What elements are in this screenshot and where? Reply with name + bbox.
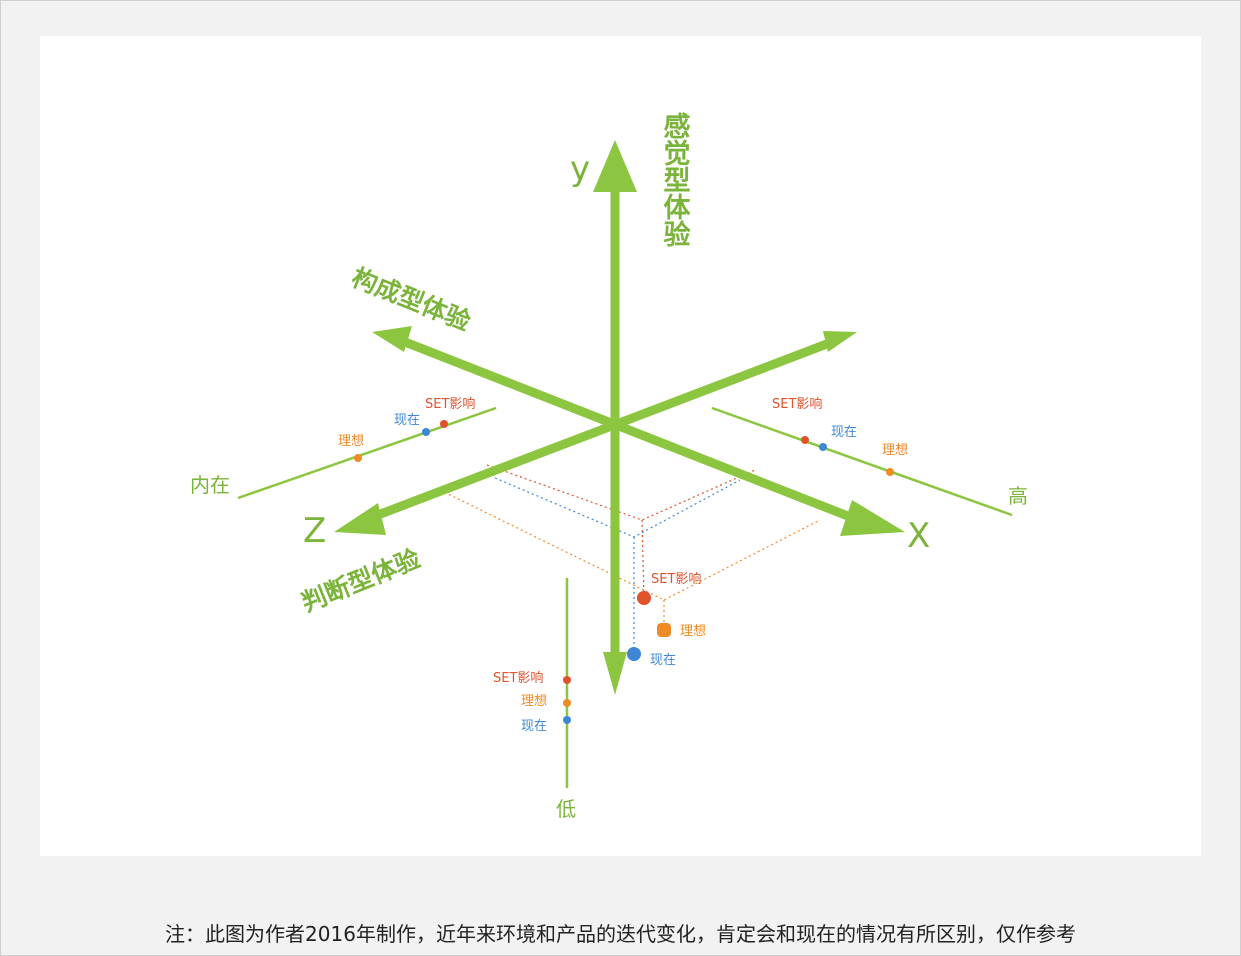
set-projection <box>486 464 756 521</box>
center-set-label: SET影响 <box>651 571 701 587</box>
composed-axis-arrow <box>372 326 412 352</box>
left-ideal-label: 理想 <box>338 433 364 449</box>
right-now-label: 现在 <box>831 425 857 440</box>
center-now-dot <box>627 647 641 661</box>
bottom-ideal-label: 理想 <box>521 693 547 709</box>
x-axis-letter: X <box>907 516 930 556</box>
bottom-set-dot <box>563 676 571 684</box>
bottom-set-label: SET影响 <box>493 670 543 686</box>
left-scale-end: 内在 <box>190 473 230 497</box>
x-axis-arrow <box>840 500 905 536</box>
right-now-dot <box>819 443 827 451</box>
z-axis-arrow <box>334 503 386 535</box>
right-set-dot <box>801 436 809 444</box>
right-ideal-dot <box>886 468 894 476</box>
right-scale-end: 高 <box>1008 484 1028 508</box>
bottom-scale-end: 低 <box>556 797 576 821</box>
left-set-label: SET影响 <box>425 396 475 412</box>
marker-dots <box>354 420 894 724</box>
right-ideal-label: 理想 <box>882 442 908 458</box>
x-axis-line <box>403 337 860 525</box>
bottom-now-label: 现在 <box>521 719 547 734</box>
bottom-ideal-dot <box>563 699 571 707</box>
y-axis-arrow-up <box>593 140 637 192</box>
z-axis-line <box>368 337 834 523</box>
ideal-projection <box>439 489 821 601</box>
left-set-dot <box>440 420 448 428</box>
main-axes <box>334 140 905 695</box>
center-ideal-dot <box>657 623 671 637</box>
right-scale-line <box>711 406 1013 517</box>
z-upper-arrow <box>823 331 857 352</box>
left-ideal-dot <box>354 454 362 462</box>
left-now-dot <box>422 428 430 436</box>
left-now-label: 现在 <box>394 413 420 428</box>
left-scale-line <box>237 406 497 500</box>
center-ideal-label: 理想 <box>680 623 706 639</box>
y-axis-name: 感觉型体验 <box>659 111 691 247</box>
footnote-caption: 注：此图为作者2016年制作，近年来环境和产品的迭代变化，肯定会和现在的情况有所… <box>165 922 1076 946</box>
center-set-dot <box>637 591 651 605</box>
center-now-label: 现在 <box>650 653 676 668</box>
composed-axis-name: 构成型体验 <box>348 263 475 337</box>
y-axis-letter: y <box>570 149 590 189</box>
y-axis-arrow-down <box>603 652 627 695</box>
judgment-axis-name: 判断型体验 <box>297 544 424 618</box>
right-set-label: SET影响 <box>772 396 822 412</box>
bottom-now-dot <box>563 716 571 724</box>
z-axis-letter: Z <box>303 511 326 551</box>
projection-lines <box>439 464 821 654</box>
